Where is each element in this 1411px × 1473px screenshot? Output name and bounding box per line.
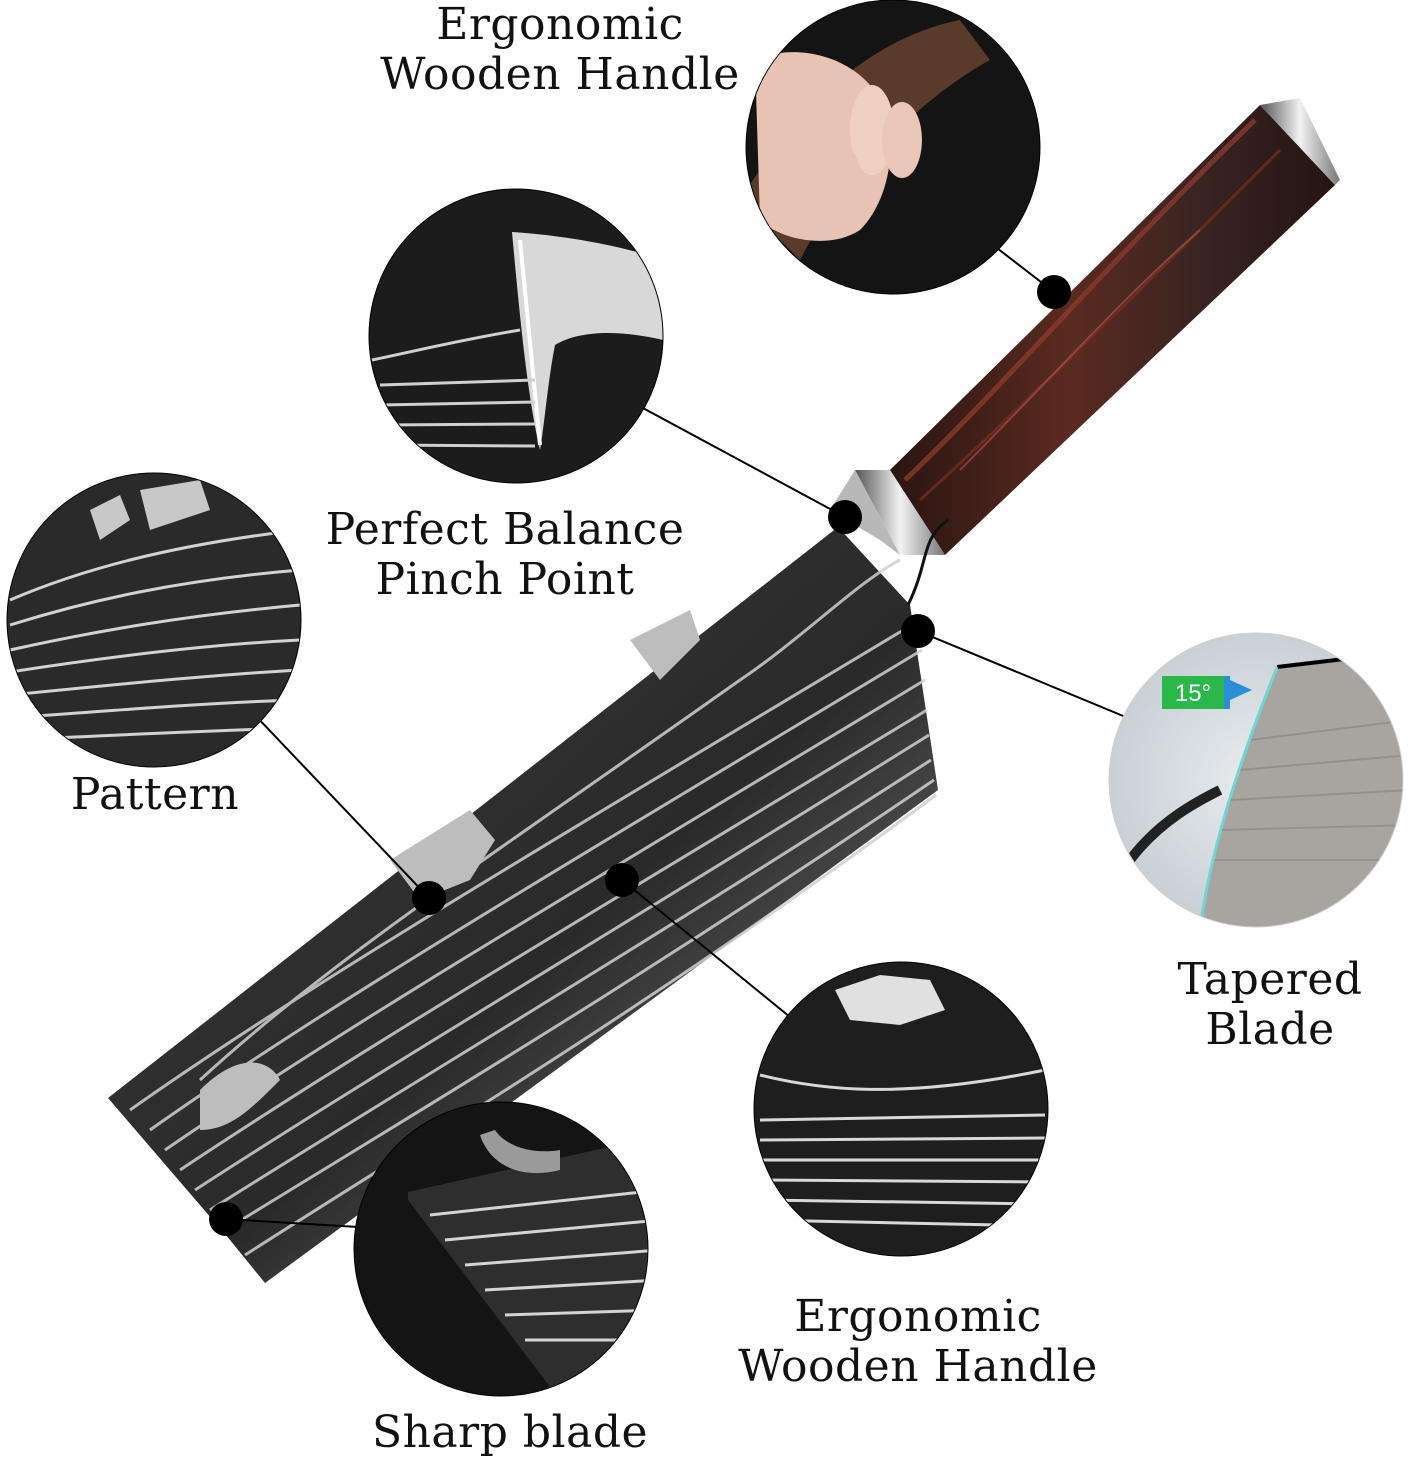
label-handle-top-line-1: Ergonomic xyxy=(436,0,684,50)
connector-pattern xyxy=(251,711,430,899)
label-balance-line-1: Perfect Balance xyxy=(325,504,685,555)
connectors xyxy=(225,244,1129,1228)
callout-image-balance xyxy=(369,189,663,483)
label-balance: Perfect Balance Pinch Point xyxy=(325,505,685,605)
dot-pattern xyxy=(412,881,446,915)
label-handle-top-line-2: Wooden Handle xyxy=(380,49,740,100)
label-sharp-line-1: Sharp blade xyxy=(371,1407,649,1458)
dot-handle-top xyxy=(1037,275,1071,309)
angle-badge: 15° xyxy=(1162,676,1252,709)
label-handle-bottom: Ergonomic Wooden Handle xyxy=(728,1292,1108,1392)
knife xyxy=(108,98,1340,1283)
knife-blade xyxy=(108,518,949,1283)
label-pattern-line-1: Pattern xyxy=(70,769,240,820)
label-handle-bottom-line-1: Ergonomic xyxy=(794,1291,1042,1342)
label-tapered-line-1: Tapered xyxy=(1177,954,1363,1005)
callout-image-handle-top xyxy=(746,0,1040,294)
anchor-dots xyxy=(209,275,1071,1236)
label-pattern: Pattern xyxy=(55,770,255,820)
label-handle-top: Ergonomic Wooden Handle xyxy=(370,0,750,100)
callout-image-tapered: 15° xyxy=(1109,633,1403,927)
connector-tapered xyxy=(917,630,1129,719)
callout-circle-pattern xyxy=(6,472,302,768)
dot-balance xyxy=(828,500,862,534)
callout-circle-sharp xyxy=(353,1101,649,1397)
callout-circle-handle-bottom xyxy=(753,961,1049,1257)
label-balance-line-2: Pinch Point xyxy=(375,554,635,605)
blade-etching xyxy=(200,610,700,1130)
callout-circle-tapered xyxy=(1108,632,1404,928)
callout-circle-handle-top xyxy=(745,0,1041,295)
callout-image-pattern xyxy=(7,473,301,767)
label-tapered: Tapered Blade xyxy=(1165,955,1375,1055)
label-sharp: Sharp blade xyxy=(360,1408,660,1458)
angle-badge-text: 15° xyxy=(1175,680,1211,707)
connector-balance xyxy=(640,406,846,518)
label-tapered-line-2: Blade xyxy=(1205,1004,1335,1055)
connector-sharp xyxy=(225,1218,359,1228)
connector-handle-bottom xyxy=(621,879,791,1018)
callout-circle-balance xyxy=(368,188,664,484)
dot-handle-bottom xyxy=(605,863,639,897)
knife-handle xyxy=(830,98,1340,555)
callout-image-handle-bottom xyxy=(754,962,1048,1256)
label-handle-bottom-line-2: Wooden Handle xyxy=(738,1341,1098,1392)
callout-image-sharp xyxy=(354,1102,648,1396)
dot-tapered xyxy=(901,614,935,648)
dot-sharp xyxy=(209,1202,243,1236)
